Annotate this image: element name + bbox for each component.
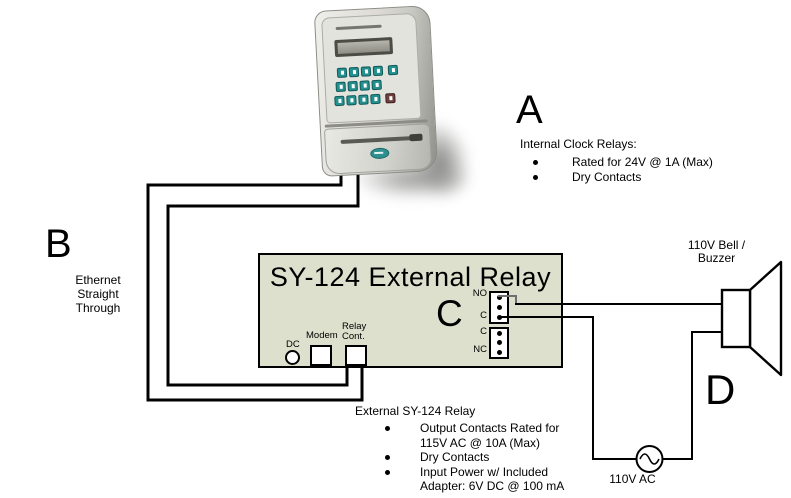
- time-clock-device: [313, 5, 439, 177]
- section-a-title: Internal Clock Relays:: [520, 137, 637, 151]
- modem-port-icon: [310, 345, 332, 366]
- terminal-pin-icon: [496, 340, 502, 346]
- bell-icon: [720, 260, 783, 377]
- keypad-row: [334, 93, 397, 107]
- dc-port-label: DC: [286, 339, 300, 350]
- relay-contact-port-label: Relay Cont.: [342, 321, 367, 342]
- keypad-row: [335, 79, 383, 93]
- keypad-key: [372, 65, 384, 77]
- device-logo-icon: [369, 147, 390, 160]
- keypad-key: [370, 93, 381, 105]
- terminal-label-nc: NC: [473, 344, 487, 355]
- device-body: [313, 5, 439, 177]
- bell-label: 110V Bell / Buzzer: [687, 238, 746, 265]
- label-letter-a: A: [516, 88, 543, 132]
- terminal-block-c-nc: [489, 327, 509, 359]
- relay-box-title: SY-124 External Relay: [269, 262, 552, 292]
- keypad-key: [360, 66, 372, 77]
- list-item: Input Power w/ Included Adapter: 6V DC @…: [385, 465, 572, 494]
- keypad-key: [348, 66, 360, 78]
- bullet-icon: [385, 455, 390, 460]
- terminal-pin-icon: [496, 331, 502, 337]
- bullet-icon: [385, 426, 390, 431]
- bullet-icon: [385, 469, 390, 475]
- keypad-key: [346, 95, 357, 106]
- device-lcd-screen: [334, 37, 394, 58]
- keypad-key: [358, 94, 369, 105]
- label-letter-c: C: [436, 293, 463, 334]
- modem-port-label: Modem: [306, 330, 338, 341]
- dc-power-jack-icon: [285, 350, 300, 365]
- ethernet-label: Ethernet Straight Through: [75, 273, 121, 315]
- keypad-key: [335, 81, 346, 93]
- device-brand-text: [335, 24, 382, 31]
- keypad-key: [371, 79, 382, 91]
- notes-title: External SY-124 Relay: [355, 404, 476, 418]
- keypad-key: [385, 93, 396, 104]
- list-item: Dry Contacts: [533, 170, 742, 185]
- badge-slot-icon: [340, 135, 417, 144]
- terminal-label-c-bottom: C: [480, 326, 487, 337]
- wire-ethernet-outer: [146, 163, 364, 402]
- terminal-pin-icon: [496, 304, 502, 310]
- list-item: Rated for 24V @ 1A (Max): [533, 155, 742, 170]
- section-a-notes: Rated for 24V @ 1A (Max) Dry Contacts: [533, 155, 742, 185]
- keypad-key: [347, 80, 358, 92]
- label-letter-d: D: [705, 366, 736, 413]
- list-item: Dry Contacts: [385, 450, 572, 465]
- relay-contact-port-icon: [345, 345, 367, 366]
- terminal-label-c-top: C: [480, 310, 487, 321]
- badge-slot-notch: [409, 133, 423, 142]
- bullet-icon: [533, 175, 538, 180]
- wire-no-terminal-jog: [498, 295, 517, 304]
- wire-ac-to-bell: [663, 331, 723, 460]
- list-item: Output Contacts Rated for 115V AC @ 10A …: [385, 421, 572, 450]
- relay-box: SY-124 External Relay C NO C C NC DC Mod…: [258, 253, 563, 368]
- label-letter-b: B: [45, 222, 72, 266]
- ac-source-icon: [635, 445, 664, 473]
- wire-ethernet-inner: [166, 168, 360, 387]
- terminal-pin-icon: [496, 349, 502, 355]
- ac-label: 110V AC: [609, 472, 656, 486]
- keypad-key: [334, 95, 345, 107]
- keypad-key: [359, 80, 370, 91]
- terminal-block-no-c: [489, 291, 509, 324]
- wire-c-to-ac: [498, 316, 636, 460]
- device-faceplate: [321, 12, 422, 124]
- bullet-icon: [533, 160, 538, 165]
- notes-list: Output Contacts Rated for 115V AC @ 10A …: [385, 421, 572, 494]
- terminal-pin-icon: [496, 295, 502, 301]
- keypad-key: [336, 67, 348, 79]
- terminal-label-no: NO: [472, 288, 487, 299]
- keypad-row: [336, 64, 400, 79]
- device-lower-door: [323, 123, 433, 175]
- keypad-key: [387, 64, 399, 76]
